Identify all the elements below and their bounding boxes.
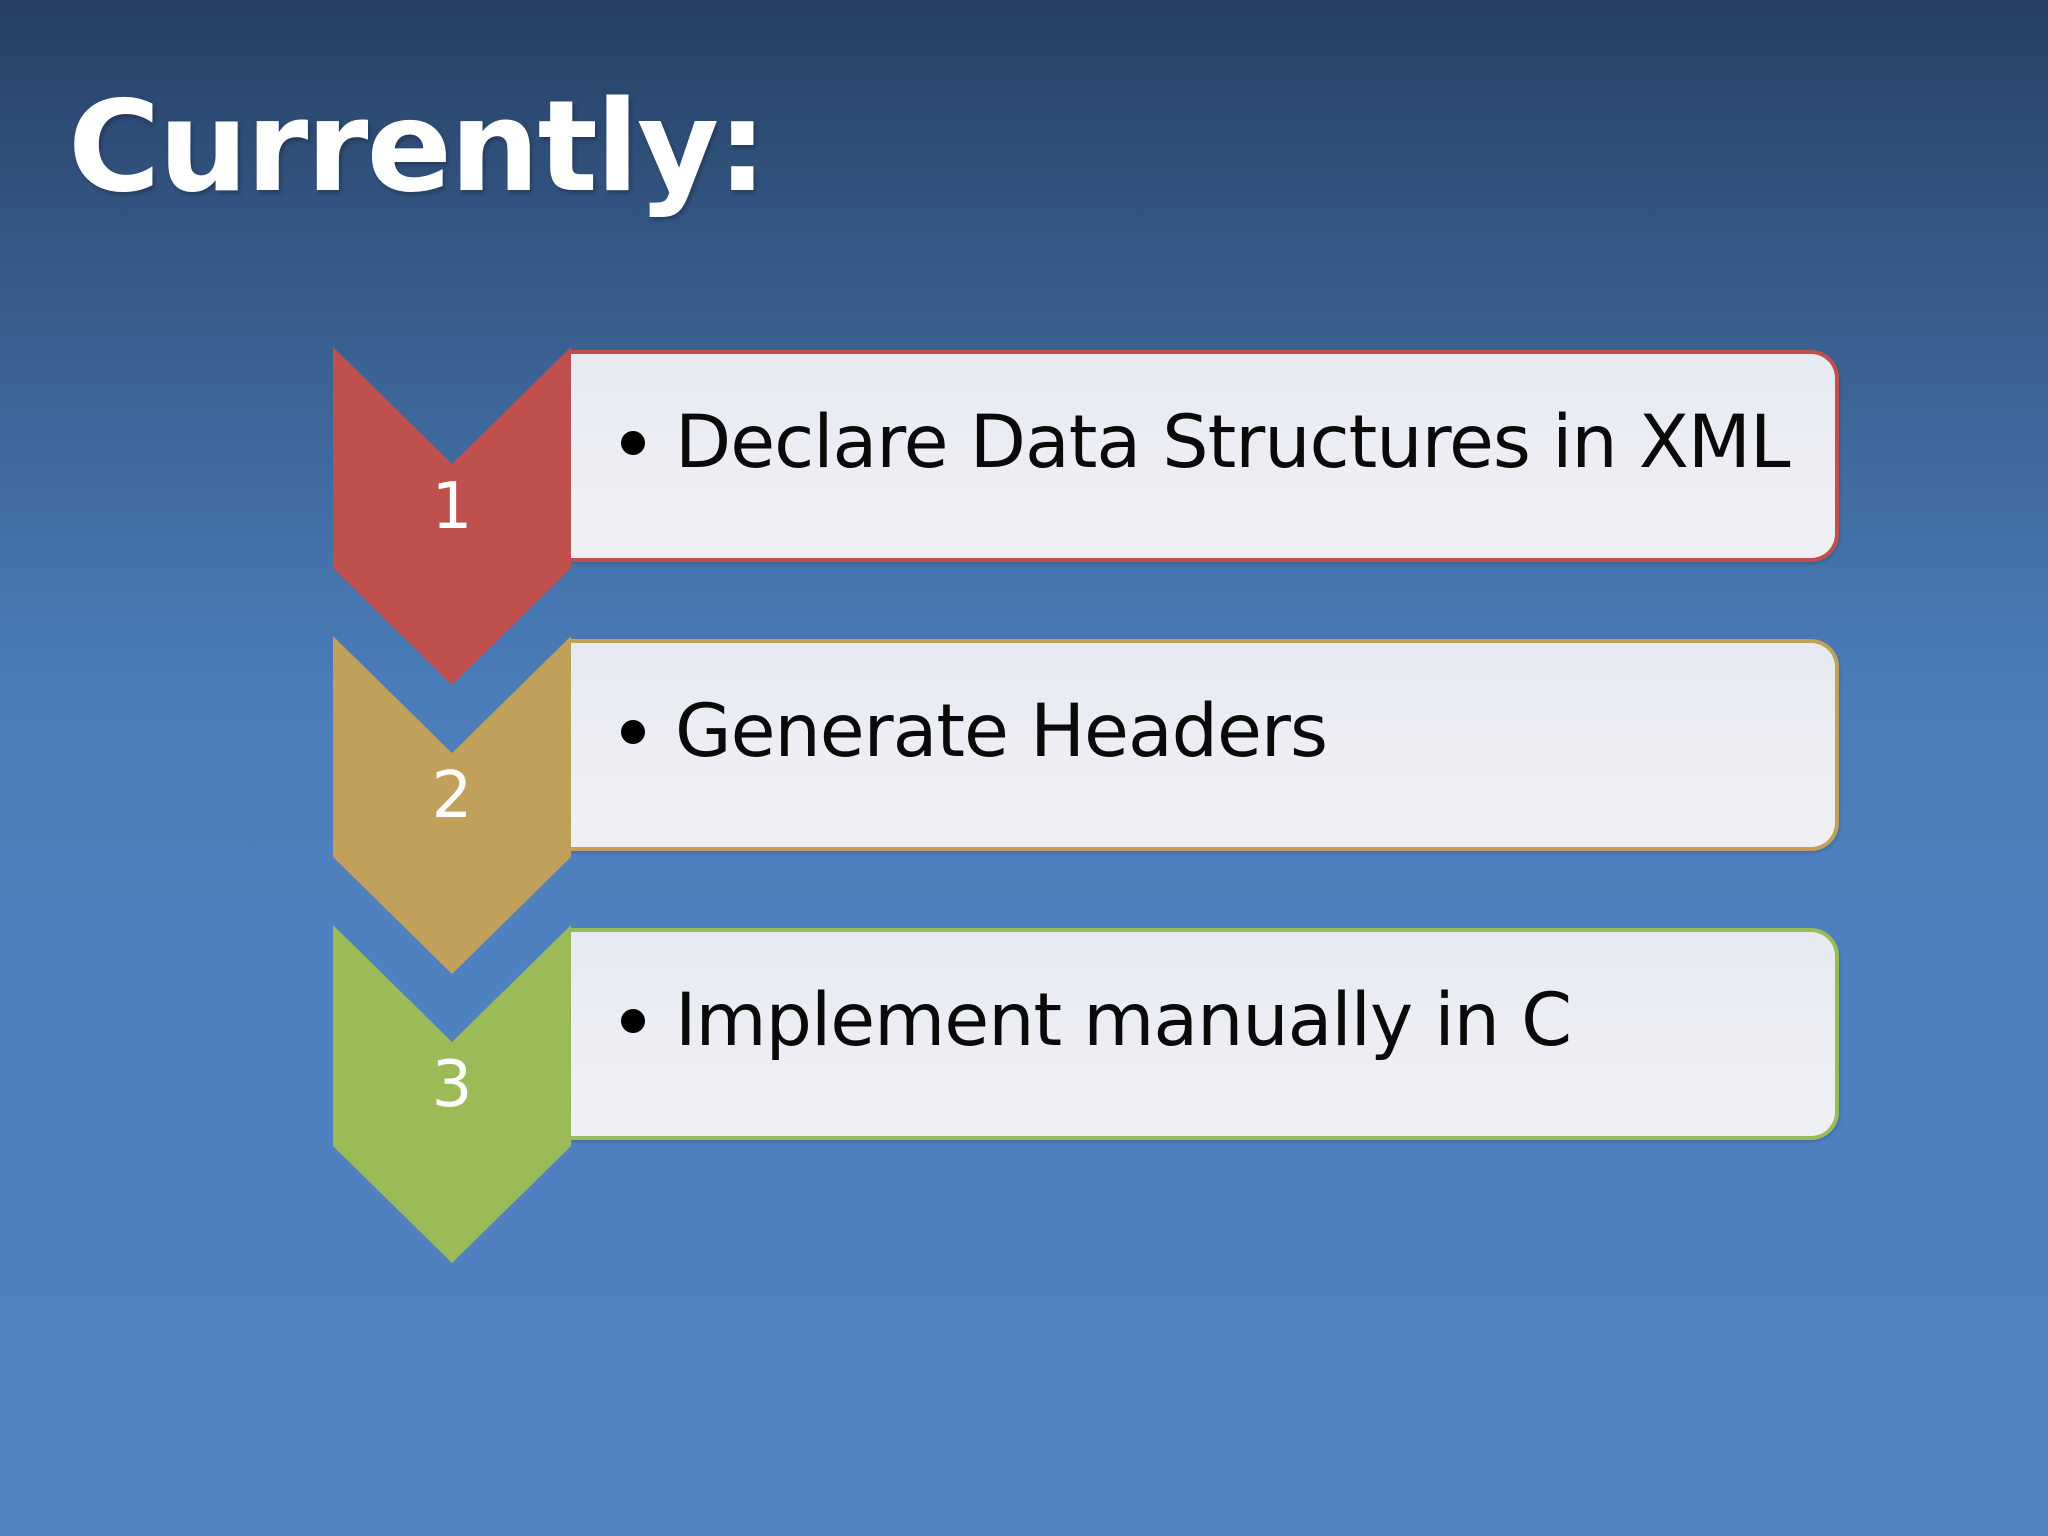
step-3-chevron: 3 [333,925,571,1263]
bullet-icon [621,719,645,744]
step-2-number: 2 [431,759,473,833]
step-1-text: Declare Data Structures in XML [675,400,1791,485]
step-2-chevron: 2 [333,636,571,974]
step-3-card: Implement manually in C [571,928,1839,1140]
bullet-icon [621,430,645,455]
slide-title: Currently: [68,73,768,220]
step-3-text: Implement manually in C [675,978,1572,1063]
step-1-number: 1 [431,470,473,544]
step-3-list-item: Implement manually in C [621,978,1572,1063]
step-1-list-item: Declare Data Structures in XML [621,400,1791,485]
step-2-list-item: Generate Headers [621,689,1328,774]
step-1-card: Declare Data Structures in XML [571,350,1839,562]
step-2-text: Generate Headers [675,689,1328,774]
step-1-chevron: 1 [333,347,571,685]
chevron-down-icon [333,347,571,685]
bullet-icon [621,1008,645,1033]
step-2-card: Generate Headers [571,639,1839,851]
step-3-number: 3 [431,1048,473,1122]
chevron-down-icon [333,925,571,1263]
chevron-down-icon [333,636,571,974]
